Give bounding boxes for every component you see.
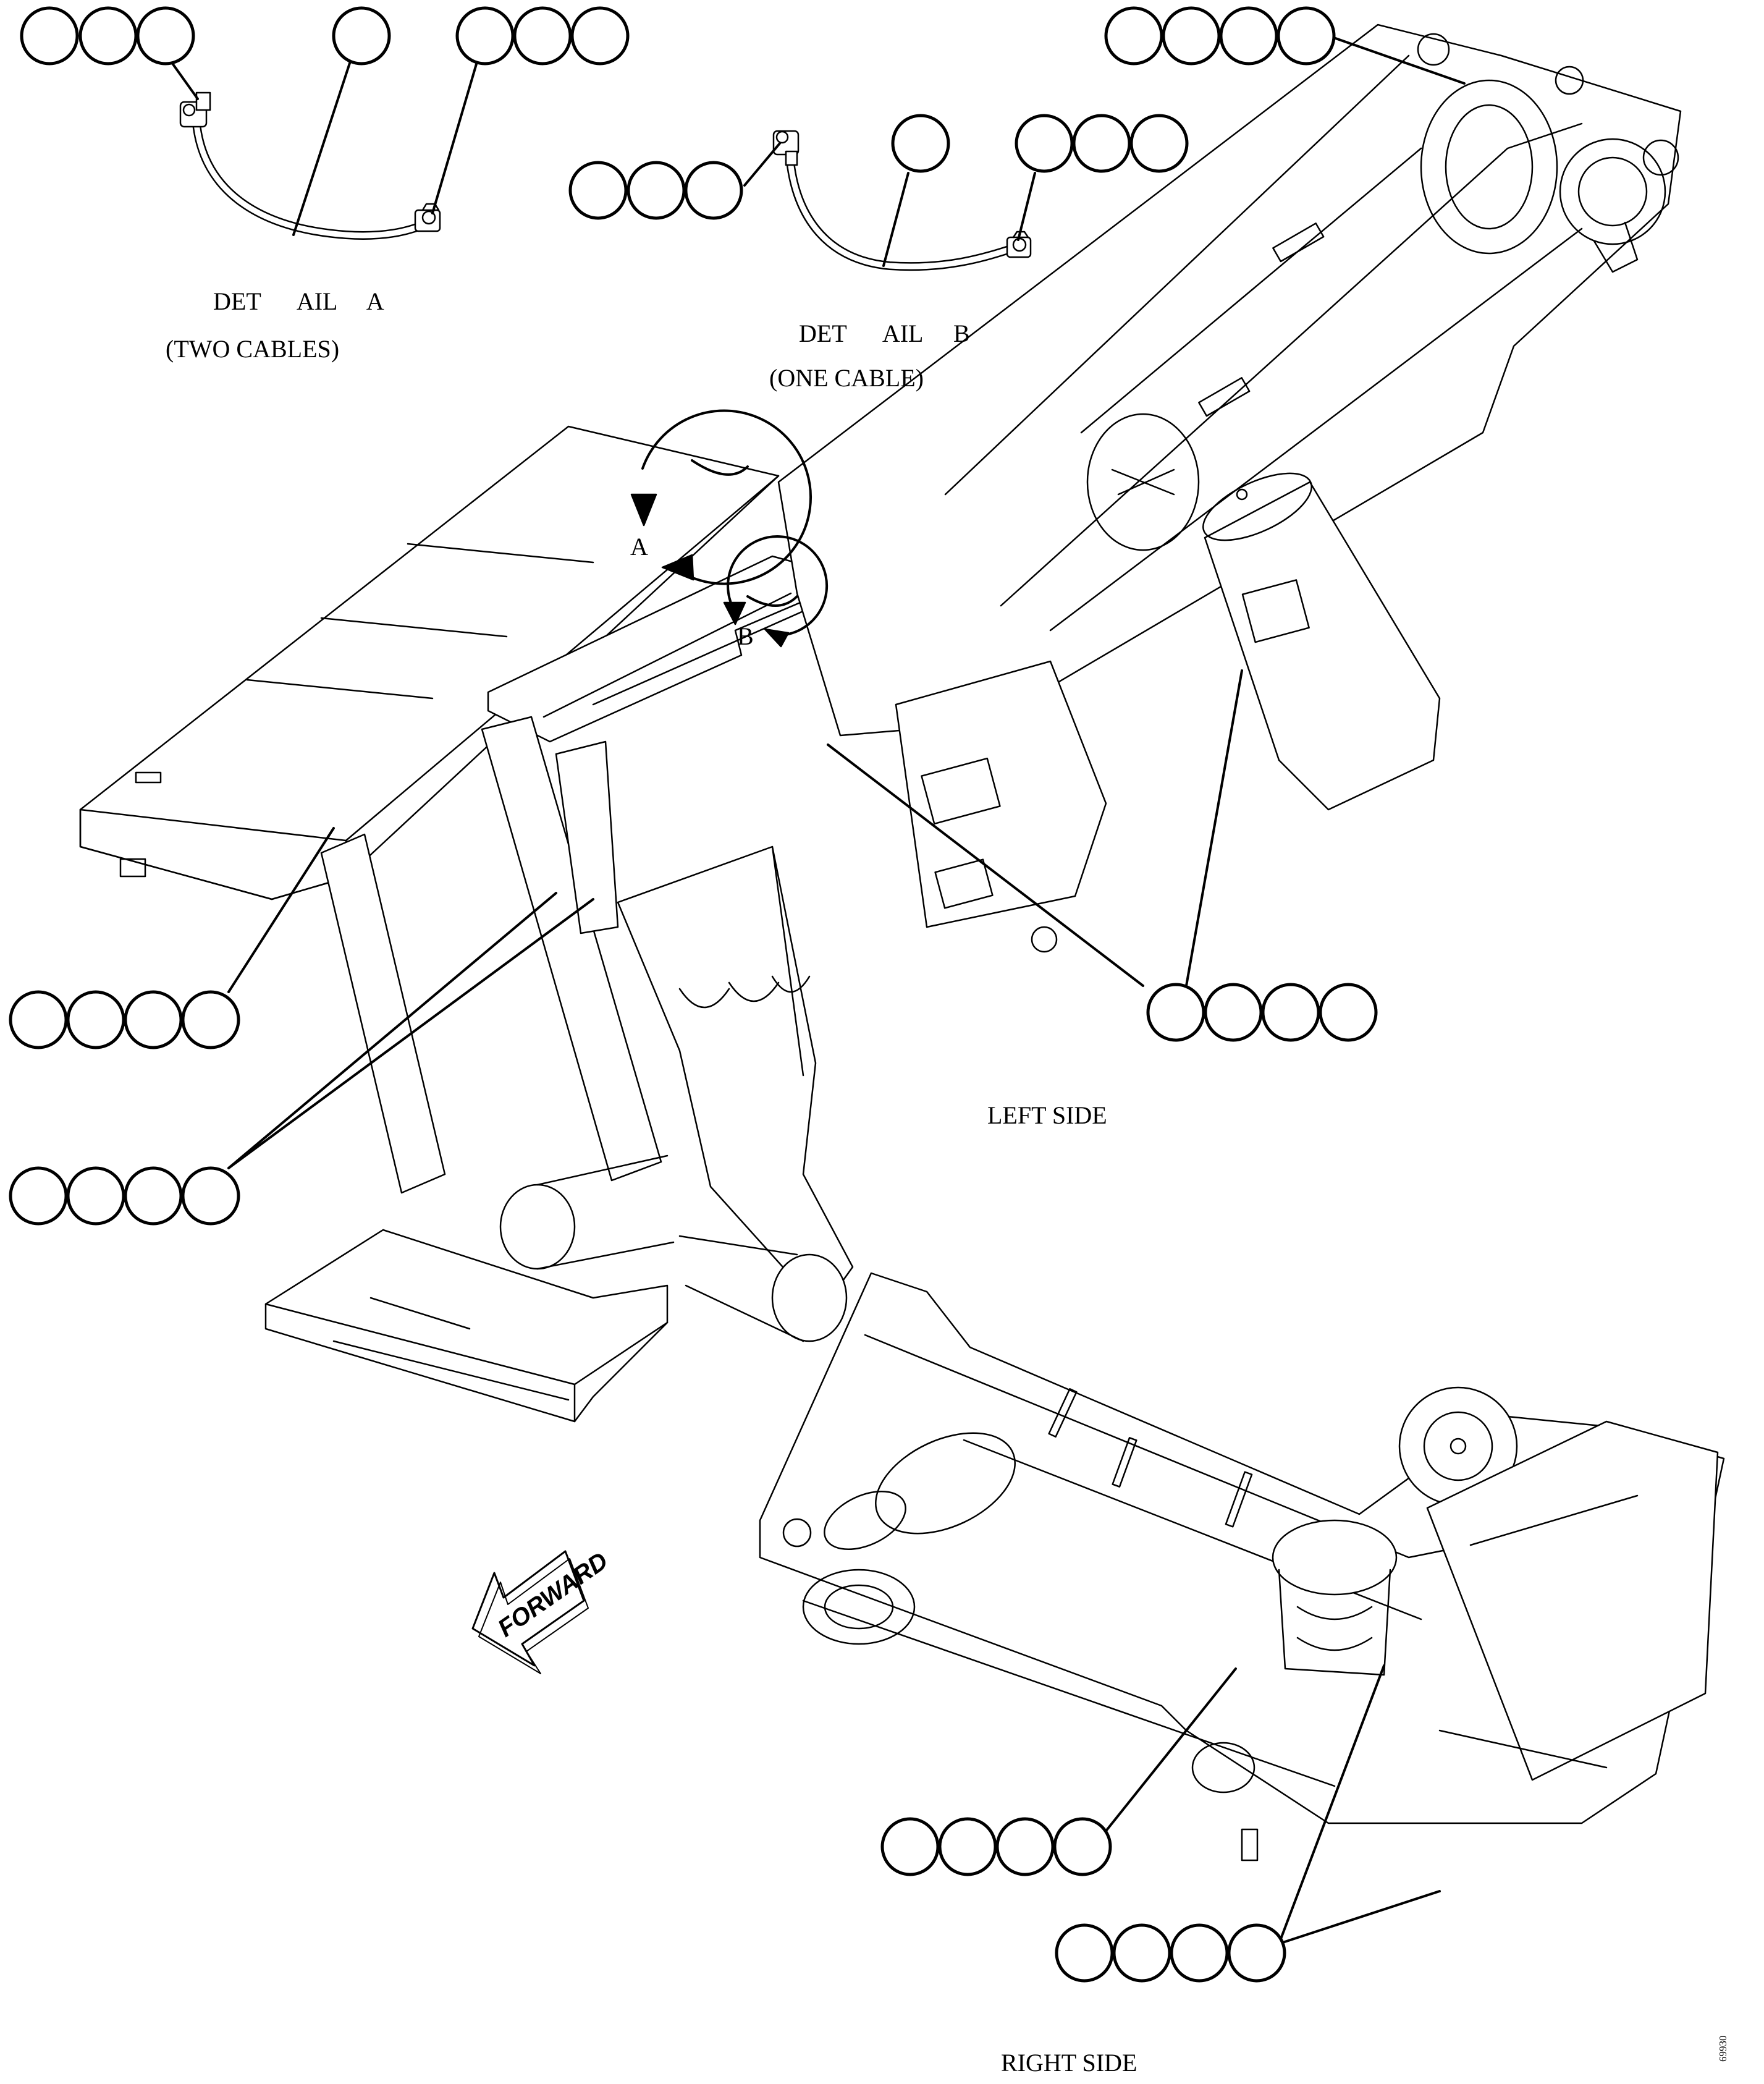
callout-balloon bbox=[880, 1817, 940, 1876]
callout-balloon bbox=[891, 114, 950, 173]
callout-balloon bbox=[181, 990, 240, 1049]
right-side-label: RIGHT SIDE bbox=[1001, 2049, 1137, 2077]
right-side-machine-drawing bbox=[759, 1272, 1725, 1862]
callout-balloon bbox=[1055, 1923, 1114, 1983]
callout-balloon bbox=[1146, 983, 1205, 1042]
balloon-group-frame-left-ground bbox=[9, 990, 240, 1049]
balloon-group-detail-b-cable bbox=[891, 114, 950, 173]
callout-balloon bbox=[1053, 1817, 1112, 1876]
callout-balloon bbox=[1219, 6, 1278, 66]
detail-a-title: DET AIL A bbox=[213, 287, 384, 315]
leader-lines bbox=[166, 35, 1466, 1945]
callout-balloon bbox=[136, 6, 195, 66]
ring-terminal-icon bbox=[772, 130, 800, 166]
left-side-label: LEFT SIDE bbox=[987, 1101, 1107, 1129]
balloon-group-detail-a-cable bbox=[332, 6, 391, 66]
detail-a-cable-drawing bbox=[179, 91, 441, 240]
callout-balloon bbox=[995, 1817, 1055, 1876]
callout-balloon bbox=[124, 1166, 183, 1226]
callout-balloon bbox=[181, 1166, 240, 1226]
balloon-group-frame-lower-ground bbox=[9, 1166, 240, 1226]
balloon-group-right-side-ground-lower bbox=[1055, 1923, 1286, 1983]
callout-balloon bbox=[9, 1166, 68, 1226]
balloon-group-detail-b-right-end bbox=[1015, 114, 1189, 173]
detail-a-callout-letter: A bbox=[630, 533, 648, 561]
detail-b-title: DET AIL B bbox=[799, 320, 970, 347]
callout-balloon bbox=[513, 6, 572, 66]
callout-balloon bbox=[78, 6, 138, 66]
callout-balloon bbox=[9, 990, 68, 1049]
callout-balloon bbox=[332, 6, 391, 66]
detail-a-callout-ring bbox=[630, 409, 812, 585]
left-side-machine-drawing bbox=[79, 23, 1682, 1423]
callout-balloon bbox=[1170, 1923, 1229, 1983]
callout-balloon bbox=[938, 1817, 997, 1876]
callout-balloon bbox=[1015, 114, 1074, 173]
callout-balloon bbox=[1072, 114, 1131, 173]
balloon-group-detail-b-left-end bbox=[568, 161, 743, 220]
balloon-group-right-side-ground-upper bbox=[880, 1817, 1112, 1876]
callout-balloon bbox=[20, 6, 79, 66]
callout-balloon bbox=[1261, 983, 1320, 1042]
callout-balloon bbox=[1204, 983, 1263, 1042]
callout-balloon bbox=[1129, 114, 1189, 173]
detail-a-note: (TWO CABLES) bbox=[166, 335, 340, 363]
callout-balloon bbox=[570, 6, 630, 66]
callout-balloon bbox=[627, 161, 686, 220]
callout-balloon bbox=[1104, 6, 1163, 66]
callout-balloon bbox=[66, 1166, 125, 1226]
callout-balloon bbox=[455, 6, 515, 66]
document-number: 69930 bbox=[1717, 2035, 1729, 2062]
callout-balloon bbox=[568, 161, 628, 220]
forward-arrow-icon bbox=[471, 1550, 589, 1674]
detail-b-note: (ONE CABLE) bbox=[769, 364, 924, 392]
detail-b-callout-ring bbox=[723, 535, 829, 648]
callout-balloon bbox=[1162, 6, 1221, 66]
detail-b-callout-letter: B bbox=[737, 622, 754, 650]
balloon-group-detail-a-right-end bbox=[455, 6, 630, 66]
balloon-group-frame-right-ground bbox=[1146, 983, 1378, 1042]
balloon-group-detail-a-left-end bbox=[20, 6, 195, 66]
callout-balloon bbox=[1319, 983, 1378, 1042]
ring-terminal-icon bbox=[414, 203, 441, 232]
callout-balloon bbox=[1112, 1923, 1171, 1983]
callout-balloon bbox=[1277, 6, 1336, 66]
balloon-group-boom-top-ground bbox=[1104, 6, 1336, 66]
callout-balloon bbox=[66, 990, 125, 1049]
callout-balloon bbox=[1227, 1923, 1286, 1983]
ring-terminal-icon bbox=[179, 91, 211, 128]
callout-balloon bbox=[124, 990, 183, 1049]
callout-balloon bbox=[684, 161, 743, 220]
